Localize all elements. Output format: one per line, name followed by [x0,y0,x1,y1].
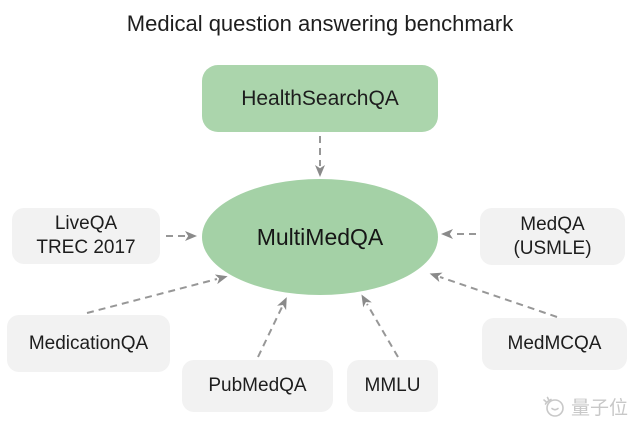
watermark-text: 量子位 [570,397,628,419]
node-healthsearchqa: HealthSearchQA [202,65,438,132]
node-medqa-line1: MedQA [520,213,585,235]
arrow-mmlu-to-multimedqa [361,294,399,358]
node-mmlu: MMLU [347,360,438,412]
node-medqa-usmle: MedQA (USMLE) [480,208,625,265]
hub-multimedqa: MultiMedQA [202,179,438,295]
node-pubmedqa-label: PubMedQA [208,375,307,396]
hub-multimedqa-label: MultiMedQA [256,223,384,250]
node-medicationqa: MedicationQA [7,315,170,372]
node-medqa-line2: (USMLE) [513,237,592,259]
watermark: 量子位 [541,393,628,420]
node-healthsearchqa-label: HealthSearchQA [241,86,399,110]
qbitai-logo-icon [543,396,564,417]
node-medicationqa-label: MedicationQA [28,332,149,354]
arrow-medicationqa-to-multimedqa [86,274,228,314]
node-medmcqa: MedMCQA [482,318,627,370]
node-mmlu-label: MMLU [364,375,421,396]
node-liveqa-line1: LiveQA [54,213,118,234]
node-liveqa-line2: TREC 2017 [36,237,136,258]
node-pubmedqa: PubMedQA [182,360,333,412]
arrow-medmcqa-to-multimedqa [429,272,558,318]
node-medmcqa-label: MedMCQA [507,333,602,354]
node-liveqa-trec2017: LiveQA TREC 2017 [12,208,160,264]
diagram-title: Medical question answering benchmark [126,11,514,36]
arrow-pubmedqa-to-multimedqa [257,297,287,358]
